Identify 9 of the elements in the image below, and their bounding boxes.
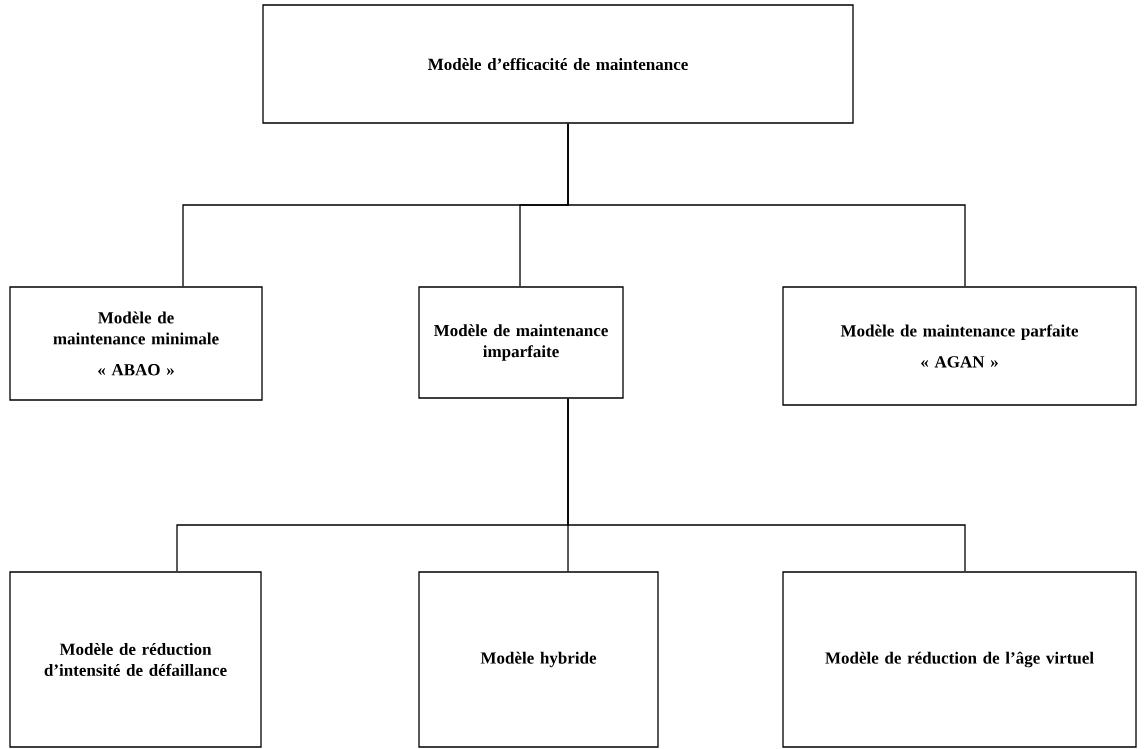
model-box: Modèle de réduction de l’âge virtuel (782, 571, 1137, 748)
model-box: Modèle de maintenance imparfaite (418, 286, 624, 399)
model-box: Modèle de maintenance parfaite « AGAN » (782, 286, 1137, 406)
model-box: Modèle de réduction d’intensité de défaillance (9, 571, 262, 748)
model-box: Modèle de maintenance minimale « ABAO » (9, 286, 263, 401)
model-box: Modèle hybride (418, 571, 659, 748)
connector-line (567, 398, 966, 572)
root-box: Modèle d’efficacité de maintenance (262, 4, 854, 124)
connector-line (567, 123, 966, 287)
